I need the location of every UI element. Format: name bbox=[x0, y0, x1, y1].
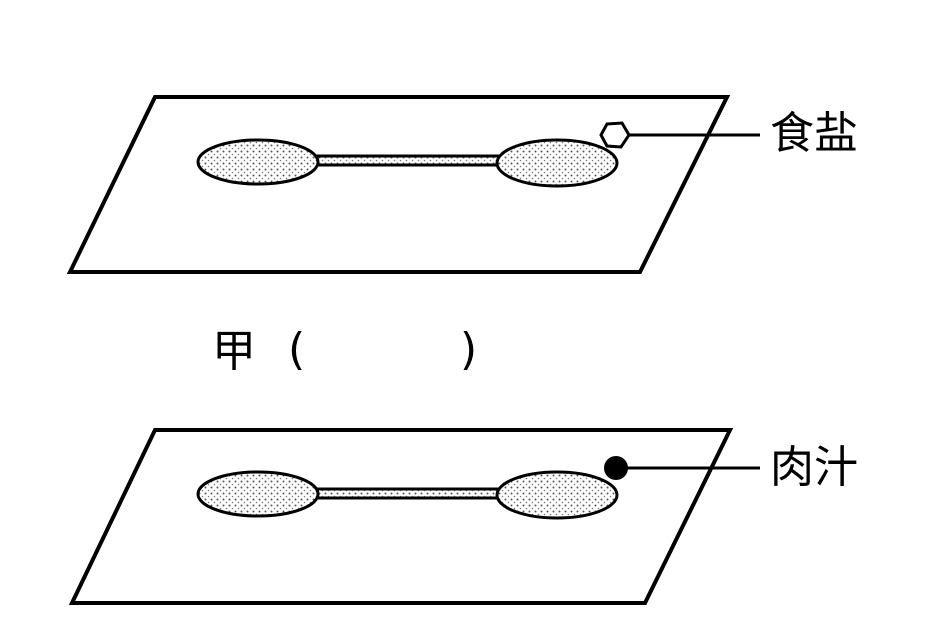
glass-slide bbox=[66, 95, 731, 274]
culture-drop-left bbox=[196, 138, 320, 186]
slide-top bbox=[66, 95, 760, 274]
slide-bottom bbox=[68, 428, 760, 605]
culture-drop-right bbox=[495, 138, 619, 188]
meat-juice-drop-icon bbox=[604, 456, 628, 480]
caption-jia: 甲 bbox=[212, 326, 256, 377]
salt-crystal-icon bbox=[599, 121, 631, 149]
caption-paren-close: ) bbox=[460, 324, 478, 375]
caption-paren-open: ( bbox=[288, 324, 306, 375]
meat-juice-label: 肉汁 bbox=[770, 442, 858, 493]
connecting-channel bbox=[310, 154, 509, 167]
culture-drop-left bbox=[196, 470, 320, 518]
connecting-channel bbox=[310, 487, 509, 500]
glass-slide bbox=[68, 428, 734, 605]
culture-drop-right bbox=[495, 470, 619, 520]
salt-label: 食盐 bbox=[770, 108, 858, 159]
